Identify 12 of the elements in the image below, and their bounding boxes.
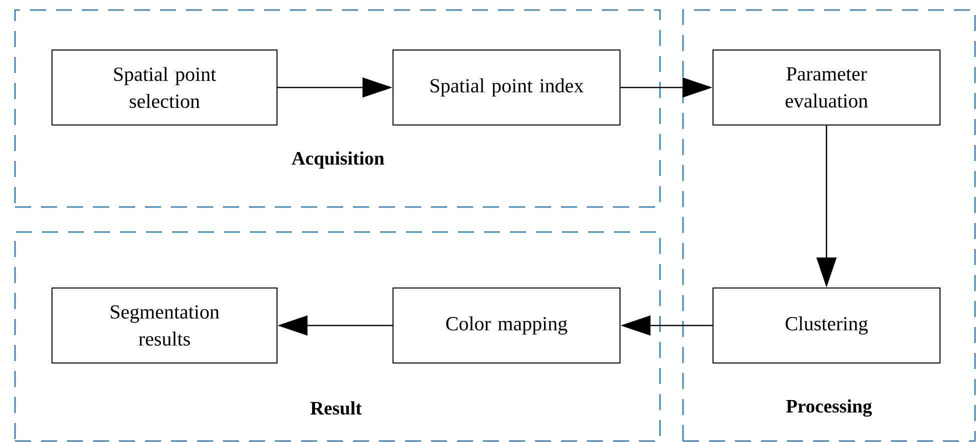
group-frame bbox=[682, 9, 976, 442]
process-box: Spatial point index bbox=[392, 50, 620, 126]
group-title: Processing bbox=[786, 399, 872, 417]
process-box: Spatial point selection bbox=[52, 50, 278, 126]
process-box: Parameter evaluation bbox=[712, 50, 940, 126]
process-box: Clustering bbox=[712, 288, 940, 364]
process-box: Color mapping bbox=[392, 288, 620, 364]
group-title: Result bbox=[310, 401, 362, 415]
group-frame bbox=[14, 231, 661, 442]
group-frame bbox=[14, 9, 661, 208]
process-box: Segmentation results bbox=[52, 288, 278, 364]
group-title: Acquisition bbox=[292, 151, 384, 169]
